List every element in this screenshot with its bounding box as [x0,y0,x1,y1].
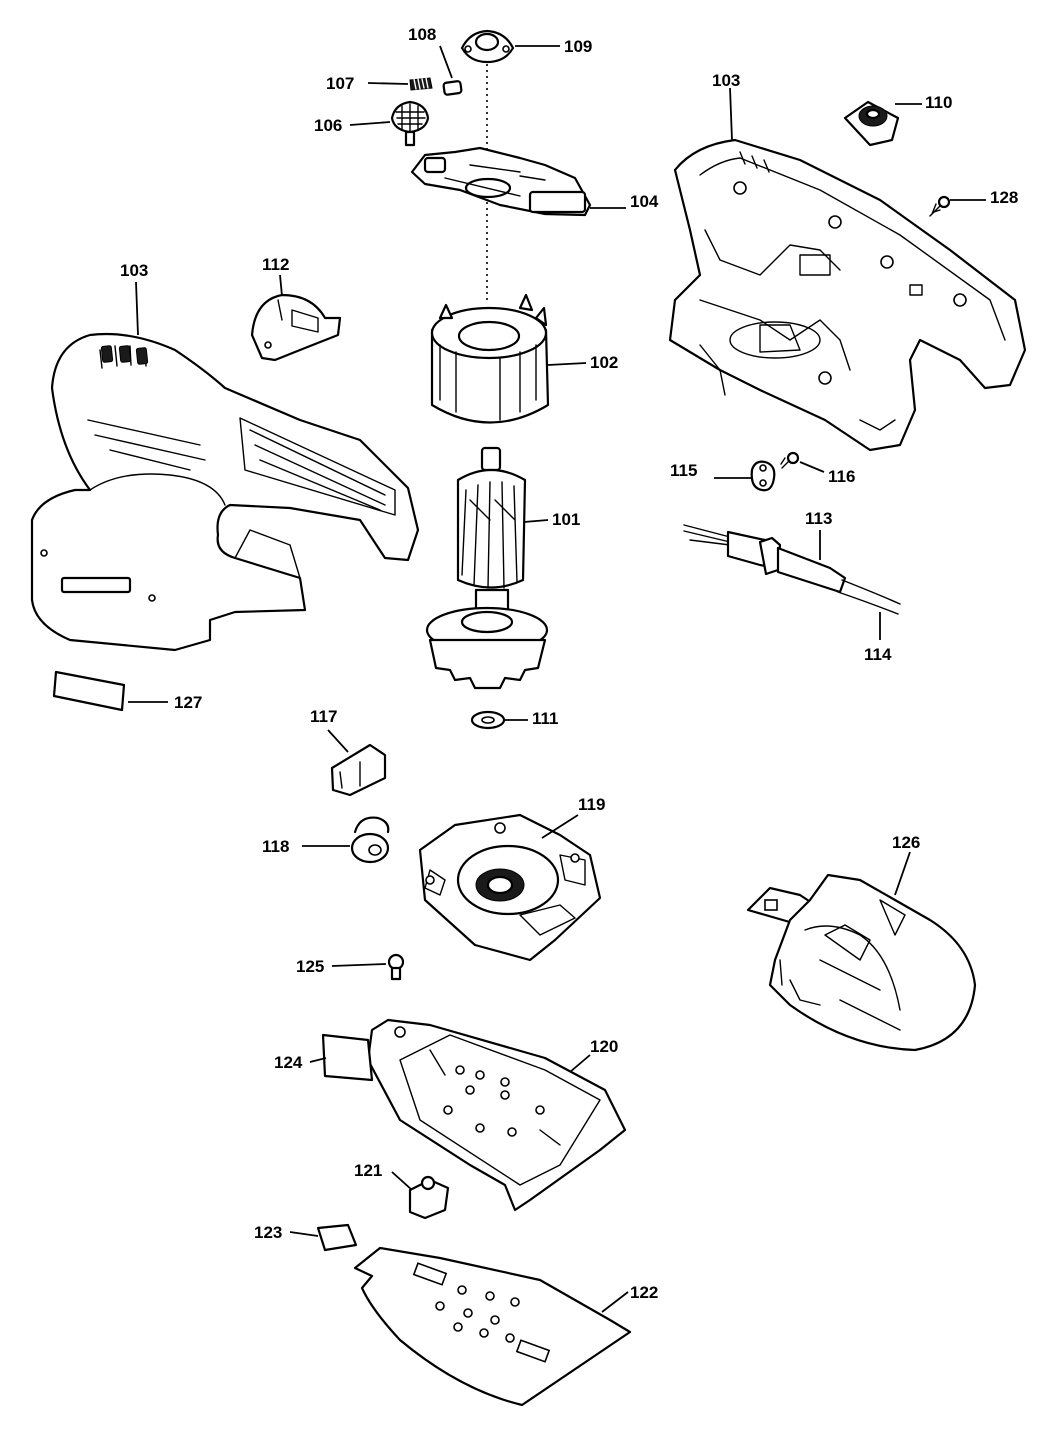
callout-115: 115 [670,461,697,480]
part-116-screw [780,451,800,469]
callout-122: 122 [630,1283,658,1302]
part-108-pin [442,80,463,96]
part-115-cord-clamp [750,460,776,492]
callout-118: 118 [262,837,289,856]
part-127-label [52,670,126,712]
part-122-sanding-sheet [353,1246,632,1407]
callout-104: 104 [630,192,659,211]
part-128-screw [929,195,951,217]
callout-113: 113 [805,509,832,528]
callout-111: 111 [532,709,559,728]
part-124-clamp-tab [321,1033,374,1082]
callout-123: 123 [254,1223,282,1242]
part-109-cap [460,29,515,64]
callout-110: 110 [925,93,952,112]
part-123-pad [316,1223,358,1252]
part-112-brush-cover [250,293,342,362]
part-117-brush-holder [330,743,387,797]
part-103-housing-left [30,332,420,652]
part-101-armature [425,446,549,690]
callout-labels: 109 108 107 106 104 103 112 102 101 103 … [120,25,1018,1302]
part-110-switch-button [843,100,900,147]
part-125-screw [387,953,405,981]
callout-127: 127 [174,693,202,712]
part-118-cam [350,816,390,864]
callout-112: 112 [262,255,289,274]
part-102-field-coil [430,293,550,424]
callout-117: 117 [310,707,337,726]
callout-120: 120 [590,1037,618,1056]
part-120-base-plate [366,1018,627,1212]
callout-128: 128 [990,188,1018,207]
leader-lines [128,45,986,1313]
callout-114: 114 [864,645,892,664]
part-126-dust-bag [746,873,977,1052]
callout-106: 106 [314,116,342,135]
part-121-clamp [408,1175,450,1220]
callout-116: 116 [828,467,855,486]
callout-101: 101 [552,510,580,529]
callout-124: 124 [274,1053,303,1072]
part-107-spring [409,77,433,91]
callout-103-right: 103 [712,71,740,90]
callout-107: 107 [326,74,354,93]
part-114-cable [837,579,901,615]
callout-109: 109 [564,37,592,56]
callout-102: 102 [590,353,618,372]
callout-119: 119 [578,795,605,814]
callout-121: 121 [354,1161,382,1180]
callout-125: 125 [296,957,324,976]
part-104-switch-board [410,146,592,217]
part-103-housing-right [668,138,1027,452]
part-119-bearing-plate [418,813,602,962]
callout-108: 108 [408,25,436,44]
part-106-knob [390,100,430,147]
callout-103-left: 103 [120,261,148,280]
callout-126: 126 [892,833,920,852]
part-113-cord-protector [683,524,847,594]
part-111-washer [470,710,506,730]
